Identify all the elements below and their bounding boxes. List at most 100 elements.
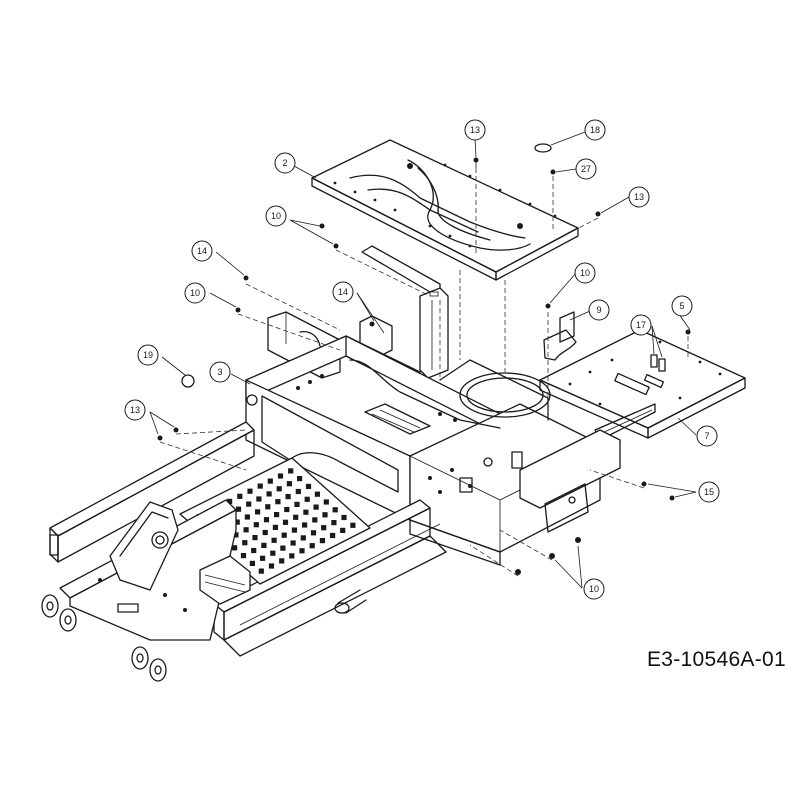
- perforation-hole: [265, 504, 271, 510]
- small-bracket-part: [543, 311, 577, 361]
- top-plate-part: [311, 139, 579, 281]
- right-deck-plate-part: [539, 329, 746, 441]
- perforation-hole: [304, 496, 310, 502]
- perforation-hole: [251, 547, 257, 554]
- callout-9: 9: [588, 299, 610, 321]
- perforation-hole: [234, 519, 240, 525]
- perforation-hole: [256, 496, 262, 502]
- bolt-icon: [669, 495, 675, 501]
- perforation-hole: [277, 473, 284, 479]
- perforation-hole: [280, 545, 286, 551]
- perforation-hole: [282, 519, 289, 525]
- perforation-hole: [271, 537, 277, 543]
- perforation-hole: [322, 512, 328, 518]
- svg-text:7: 7: [704, 431, 709, 441]
- svg-text:14: 14: [197, 246, 207, 256]
- perforation-hole: [272, 524, 278, 530]
- perforation-hole: [281, 532, 287, 538]
- assembly-guide-lines: [159, 168, 689, 577]
- bolt-icon: [575, 537, 581, 543]
- drawing-reference-code: E3-10546A-01: [646, 648, 786, 671]
- callout-10: 10: [184, 282, 206, 304]
- perforation-hole: [244, 514, 250, 520]
- perforation-hole: [233, 532, 239, 538]
- perforation-hole: [330, 532, 336, 539]
- perforation-hole: [247, 488, 253, 494]
- svg-text:27: 27: [581, 164, 591, 174]
- perforation-hole: [305, 483, 312, 489]
- perforation-hole: [332, 507, 338, 513]
- svg-text:17: 17: [636, 320, 646, 330]
- callout-5: 5: [671, 295, 693, 317]
- perforation-hole: [288, 468, 294, 474]
- callout-10: 10: [265, 205, 287, 227]
- perforation-hole: [300, 535, 306, 541]
- perforation-hole: [350, 522, 356, 528]
- bolt-icon: [545, 303, 551, 309]
- perforation-hole: [286, 481, 292, 487]
- perforation-hole: [323, 499, 329, 505]
- perforation-hole: [267, 478, 273, 484]
- svg-text:10: 10: [190, 288, 200, 298]
- grommet-icon: [650, 354, 666, 372]
- bolt-icon: [235, 307, 241, 313]
- perforation-hole: [314, 491, 320, 497]
- perforation-hole: [309, 543, 315, 549]
- bolt-icon: [473, 157, 479, 168]
- washer-icon: [534, 143, 552, 153]
- perforation-hole: [331, 520, 337, 526]
- svg-text:13: 13: [130, 405, 140, 415]
- svg-text:14: 14: [338, 287, 348, 297]
- svg-text:18: 18: [590, 125, 600, 135]
- callout-18: 18: [584, 119, 606, 141]
- caster-wheels-part: [41, 594, 167, 682]
- bolt-icon: [173, 427, 179, 433]
- callout-14: 14: [332, 281, 354, 303]
- perforation-hole: [268, 563, 275, 569]
- callout-13: 13: [628, 186, 650, 208]
- right-lower-rail-part: [409, 429, 621, 566]
- perforation-hole: [290, 540, 296, 546]
- perforation-hole: [246, 501, 252, 507]
- perforation-hole: [249, 560, 255, 566]
- perforation-hole: [297, 476, 303, 482]
- perforation-hole: [255, 509, 261, 515]
- callout-3: 3: [209, 361, 231, 383]
- svg-text:2: 2: [282, 158, 287, 168]
- perforation-hole: [312, 517, 318, 523]
- bolt-icon: [685, 329, 691, 335]
- bolt-icon: [550, 169, 556, 175]
- svg-text:10: 10: [271, 211, 281, 221]
- perforation-hole: [260, 555, 266, 561]
- perforation-hole: [270, 550, 276, 556]
- callout-13: 13: [464, 119, 486, 141]
- perforation-hole: [291, 527, 297, 533]
- plug-icon: [181, 374, 195, 388]
- perforation-hole: [321, 525, 327, 531]
- main-frame-part: [245, 335, 601, 553]
- perforation-hole: [285, 494, 291, 500]
- seat-support-bracket-part: [361, 245, 449, 379]
- perforation-hole: [266, 491, 272, 497]
- perforation-hole: [237, 493, 243, 499]
- perforation-hole: [258, 568, 264, 574]
- callout-10: 10: [574, 262, 596, 284]
- callout-bubbles: 13 18 2 27 13 10 14 10 10 14 9 5 17 19 3…: [124, 119, 720, 600]
- perforation-hole: [289, 553, 295, 559]
- hardware-bolts: [157, 143, 691, 575]
- perforation-hole: [293, 514, 299, 520]
- perforation-hole: [227, 498, 233, 504]
- bolt-icon: [515, 569, 521, 575]
- callout-7: 7: [696, 425, 718, 447]
- perforation-hole: [294, 501, 300, 507]
- svg-text:10: 10: [580, 268, 590, 278]
- bolt-icon: [319, 223, 325, 229]
- perforation-hole: [275, 499, 281, 505]
- perforation-hole: [295, 488, 301, 495]
- front-axle-part: [59, 499, 251, 641]
- perforation-hole: [279, 558, 285, 564]
- svg-text:13: 13: [470, 125, 480, 135]
- callout-17: 17: [630, 314, 652, 336]
- perforation-hole: [263, 517, 270, 523]
- svg-text:19: 19: [143, 350, 153, 360]
